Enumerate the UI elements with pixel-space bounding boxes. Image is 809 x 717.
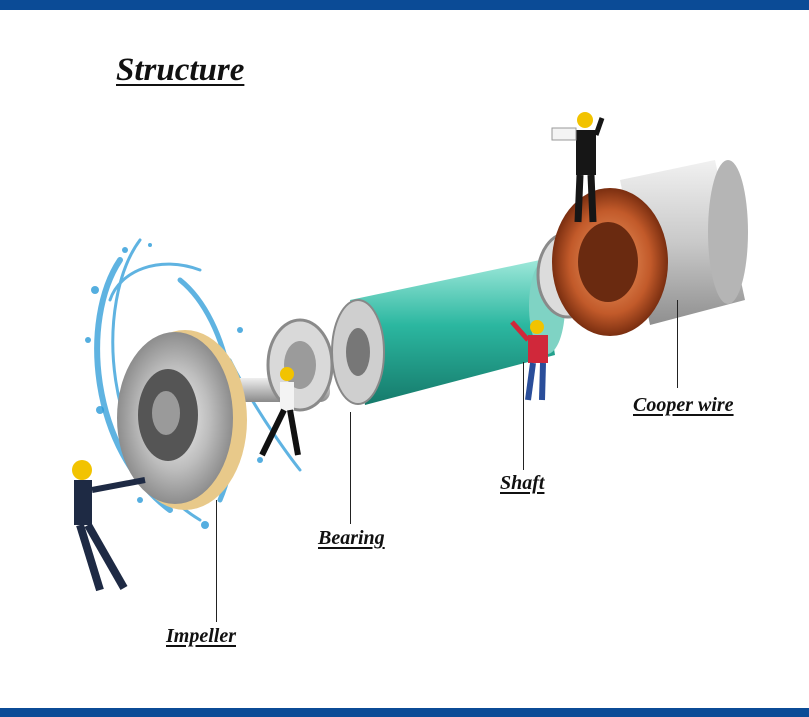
bottom-frame-bar — [0, 708, 809, 717]
worker-housing — [551, 112, 605, 223]
worker-figures — [72, 112, 605, 592]
bearing-leader-line — [350, 412, 351, 524]
impeller-label: Impeller — [166, 625, 236, 647]
impeller-leader-line — [216, 500, 217, 622]
water-droplets — [85, 243, 263, 529]
cooper-wire-leader-line — [677, 300, 678, 388]
worker-impeller — [72, 460, 146, 592]
top-frame-bar — [0, 0, 809, 10]
worker-bearing — [259, 367, 301, 457]
stator-housing-part — [552, 160, 748, 336]
front-bearing-part — [266, 318, 334, 412]
cooper-wire-label: Cooper wire — [633, 394, 734, 416]
bearing-label: Bearing — [318, 527, 385, 549]
diagram-title: Structure — [116, 52, 245, 88]
shaft-label: Shaft — [500, 472, 545, 494]
shaft-leader-line — [523, 362, 524, 470]
impeller-part — [117, 330, 247, 510]
worker-shaft — [510, 320, 548, 401]
